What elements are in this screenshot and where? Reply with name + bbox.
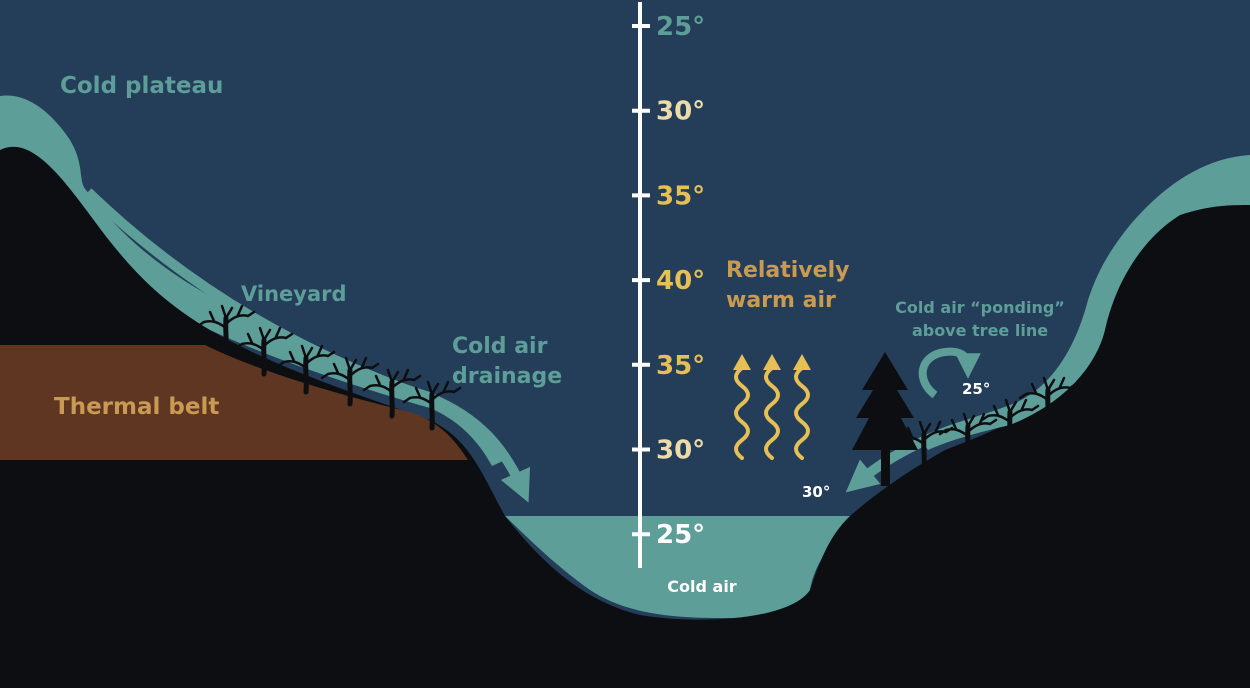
scale-temperature-label: 30° xyxy=(656,436,705,466)
cold-air-pool xyxy=(505,516,855,618)
cold-air-drainage-arrow xyxy=(84,188,531,503)
scale-temperature-label: 35° xyxy=(656,181,705,211)
warm-air-label-line1: Relatively xyxy=(726,258,849,283)
scale-temperature-label: 30° xyxy=(656,97,705,127)
scale-temperature-label: 35° xyxy=(656,351,705,381)
cold-plateau-label: Cold plateau xyxy=(60,73,223,99)
ponding-temperature: 25° xyxy=(962,380,990,398)
thermal-belt-label: Thermal belt xyxy=(54,394,219,420)
cold-plateau-air-layer xyxy=(0,95,505,467)
scale-temperature-label: 40° xyxy=(656,266,705,296)
scale-temperature-label: 25° xyxy=(656,520,705,550)
right-slope-temperature: 30° xyxy=(802,483,830,501)
cold-air-pool-label: Cold air xyxy=(667,577,737,596)
drainage-label-line1: Cold air xyxy=(452,334,548,359)
ponding-label-line2: above tree line xyxy=(912,321,1048,340)
pine-tree-icon xyxy=(852,352,918,486)
scale-temperature-label: 25° xyxy=(656,12,705,42)
valley-terrain xyxy=(0,146,1250,688)
warm-air-label-line2: warm air xyxy=(726,288,836,313)
right-ridge-air-layer xyxy=(920,155,1250,450)
vineyard-label: Vineyard xyxy=(241,282,347,306)
ponding-curl-arrow xyxy=(918,347,981,399)
thermal-belt-band xyxy=(0,345,468,460)
temperature-scale: 25° 30° 35° 40° 35° 30° 25° xyxy=(632,12,705,550)
drainage-label-line2: drainage xyxy=(452,364,562,389)
ponding-label-line1: Cold air “ponding” xyxy=(895,298,1065,317)
